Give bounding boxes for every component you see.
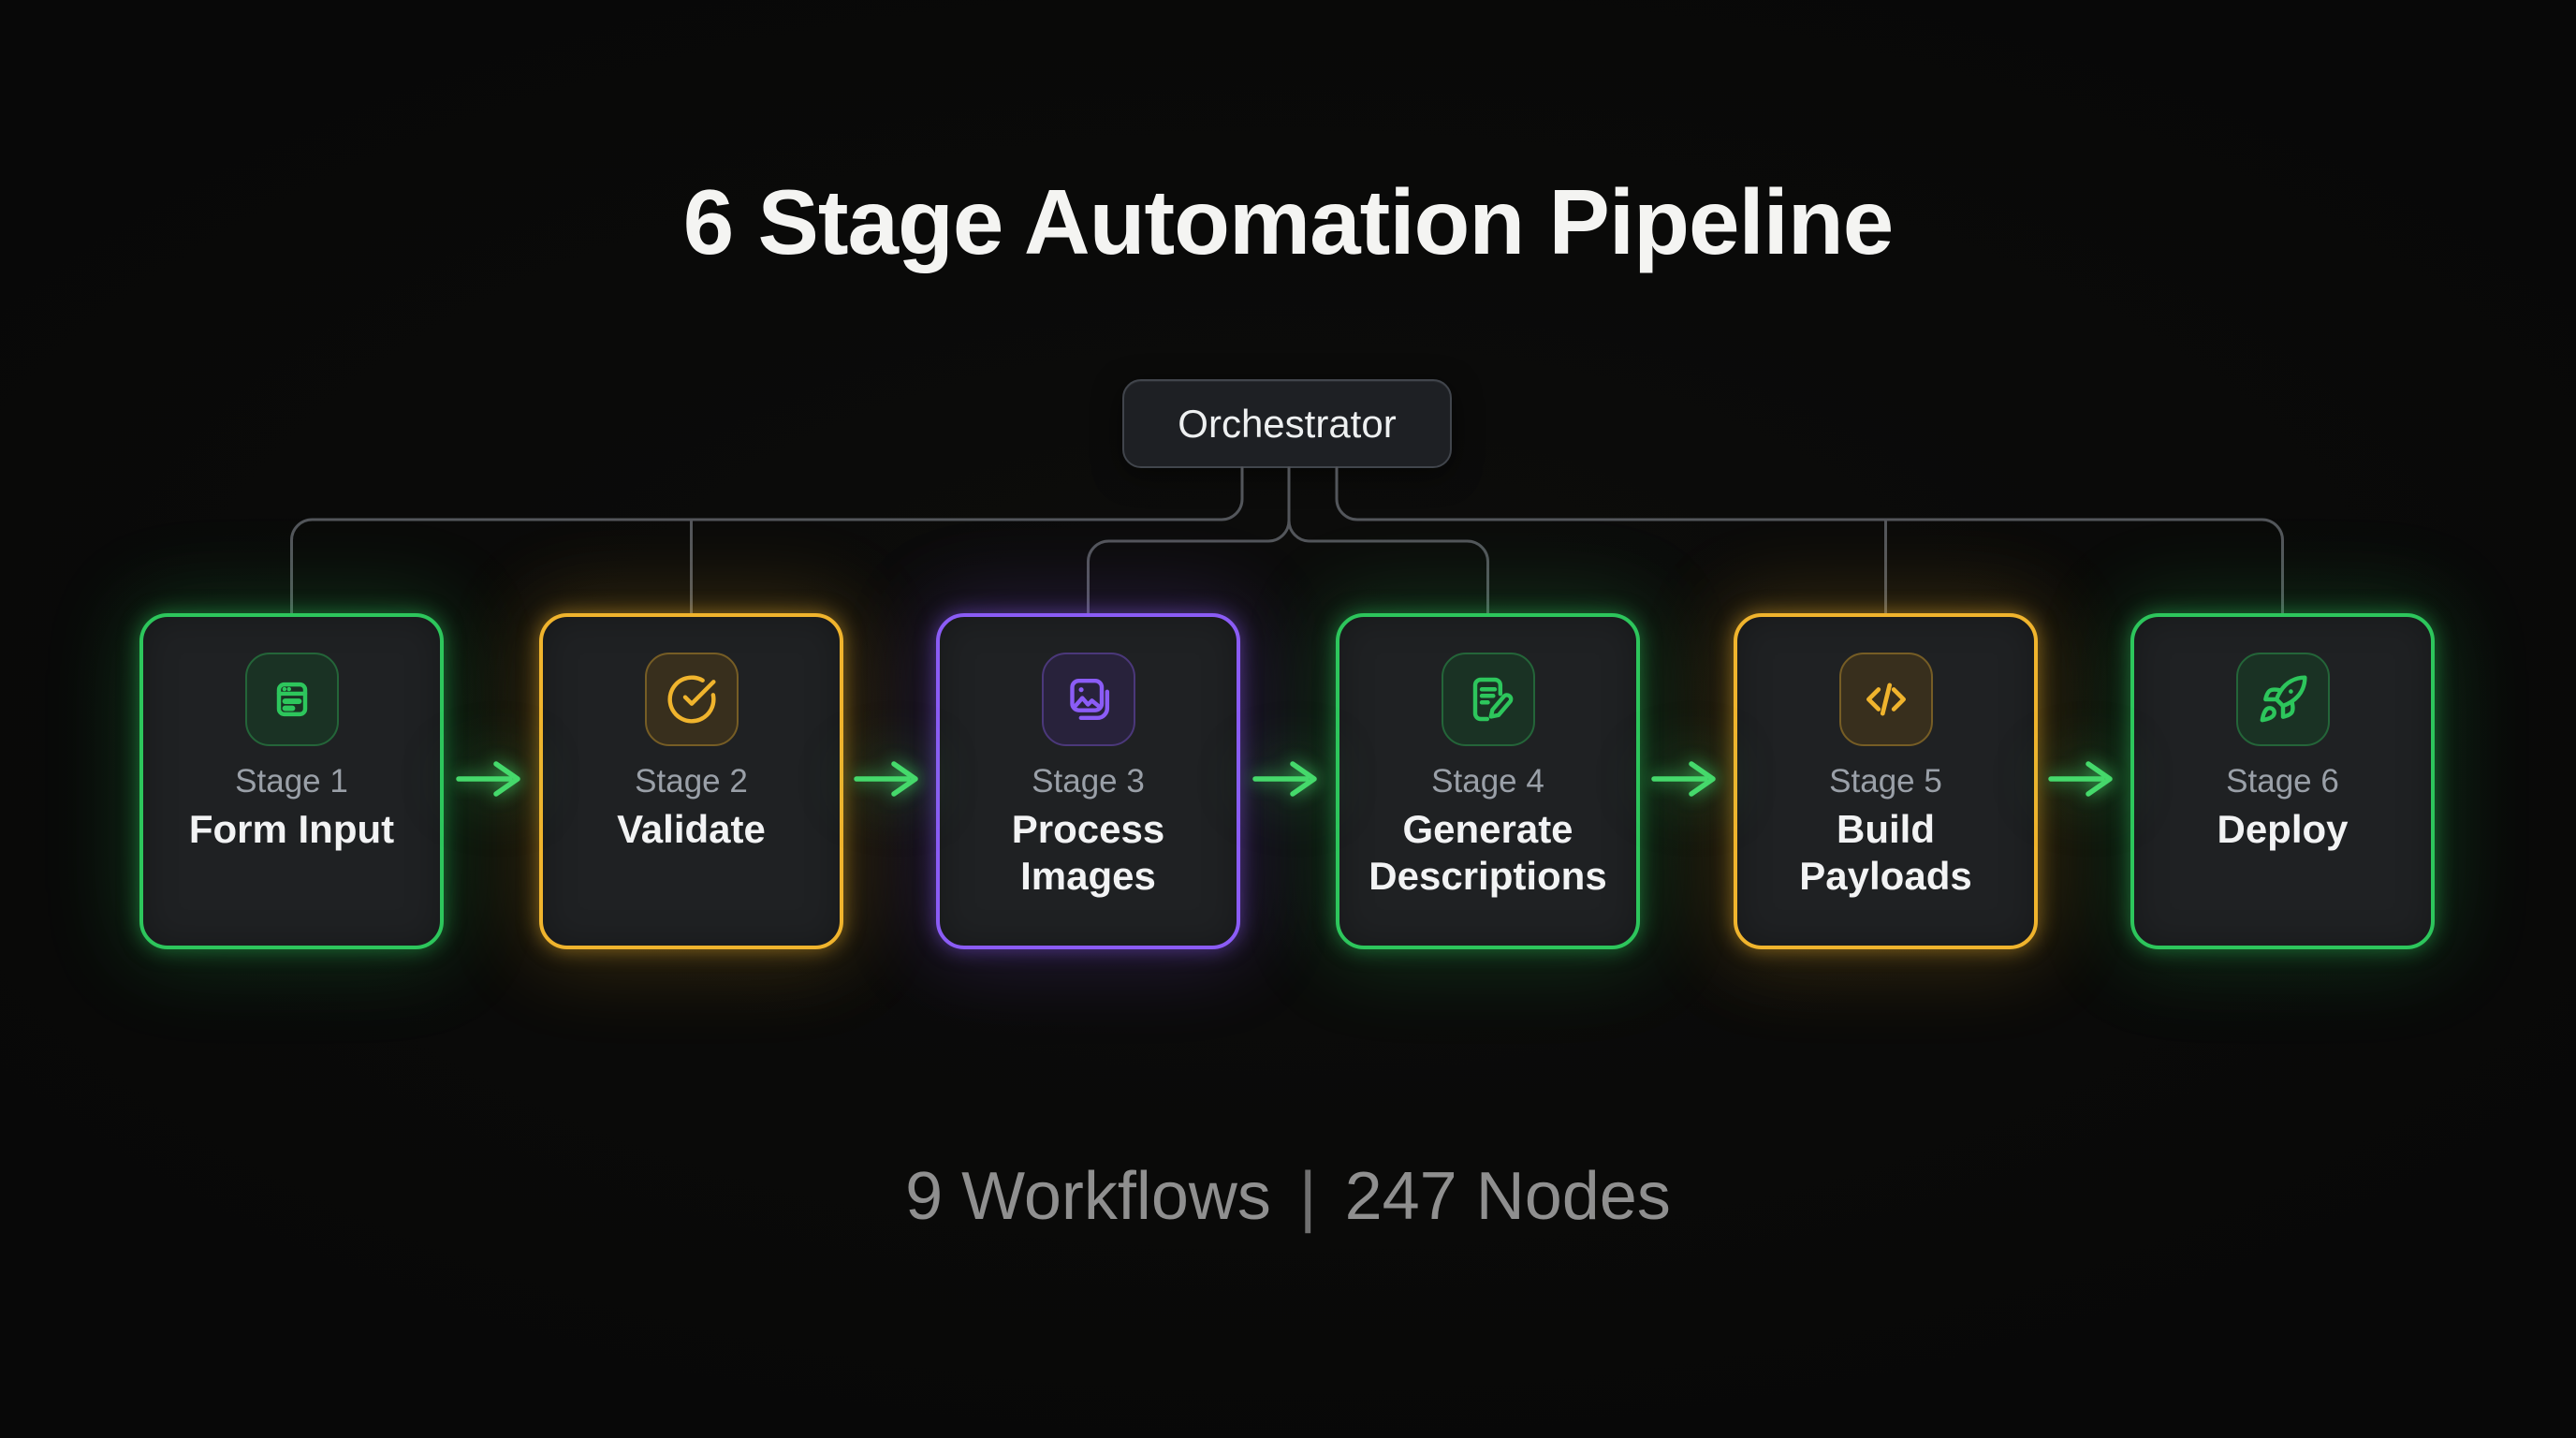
circle-check-icon (666, 675, 716, 724)
stage-card-4: Stage 4 Generate Descriptions (1336, 613, 1640, 949)
form-window-icon (276, 682, 307, 717)
stage-card-1: Stage 1 Form Input (139, 613, 444, 949)
code-brackets-icon (1866, 682, 1906, 716)
workflows-count: 9 Workflows (905, 1159, 1271, 1234)
stage-name: Build Payloads (1799, 807, 1972, 898)
images-icon (1069, 678, 1109, 721)
stage-4-icon-badge (1441, 653, 1535, 746)
stage-card-6: Stage 6 Deploy (2130, 613, 2435, 949)
stage-name: Deploy (2217, 807, 2349, 851)
orchestrator-label: Orchestrator (1178, 401, 1397, 446)
stage-3-icon-badge (1041, 653, 1135, 746)
page-title: 6 Stage Automation Pipeline (682, 170, 1895, 273)
stage-5-icon-badge (1838, 653, 1933, 746)
arrow-icon (1249, 756, 1327, 801)
stage-label: Stage 4 (1431, 763, 1544, 800)
stage-label: Stage 6 (2226, 763, 2339, 800)
stage-1-icon-badge (244, 653, 339, 746)
arrow-icon (850, 756, 929, 801)
stage-name: Process Images (1011, 807, 1165, 898)
stage-label: Stage 5 (1829, 763, 1942, 800)
stats-divider: | (1298, 1159, 1317, 1234)
stage-name: Validate (617, 807, 766, 851)
stage-label: Stage 1 (235, 763, 348, 800)
stage-card-3: Stage 3 Process Images (936, 613, 1240, 949)
orchestrator-node: Orchestrator (1122, 379, 1452, 468)
pipeline-stats: 9 Workflows | 247 Nodes (0, 1159, 2576, 1234)
stage-6-icon-badge (2235, 653, 2330, 746)
stage-label: Stage 2 (635, 763, 748, 800)
stage-card-2: Stage 2 Validate (539, 613, 843, 949)
stage-card-5: Stage 5 Build Payloads (1734, 613, 2038, 949)
arrow-icon (2044, 756, 2123, 801)
document-edit-icon (1472, 677, 1513, 722)
stage-label: Stage 3 (1032, 763, 1145, 800)
nodes-count: 247 Nodes (1344, 1159, 1671, 1234)
stage-name: Generate Descriptions (1368, 807, 1607, 898)
arrow-icon (1647, 756, 1726, 801)
stage-2-icon-badge (644, 653, 739, 746)
rocket-icon (2260, 675, 2307, 723)
stage-name: Form Input (188, 807, 395, 851)
arrow-icon (452, 756, 531, 801)
